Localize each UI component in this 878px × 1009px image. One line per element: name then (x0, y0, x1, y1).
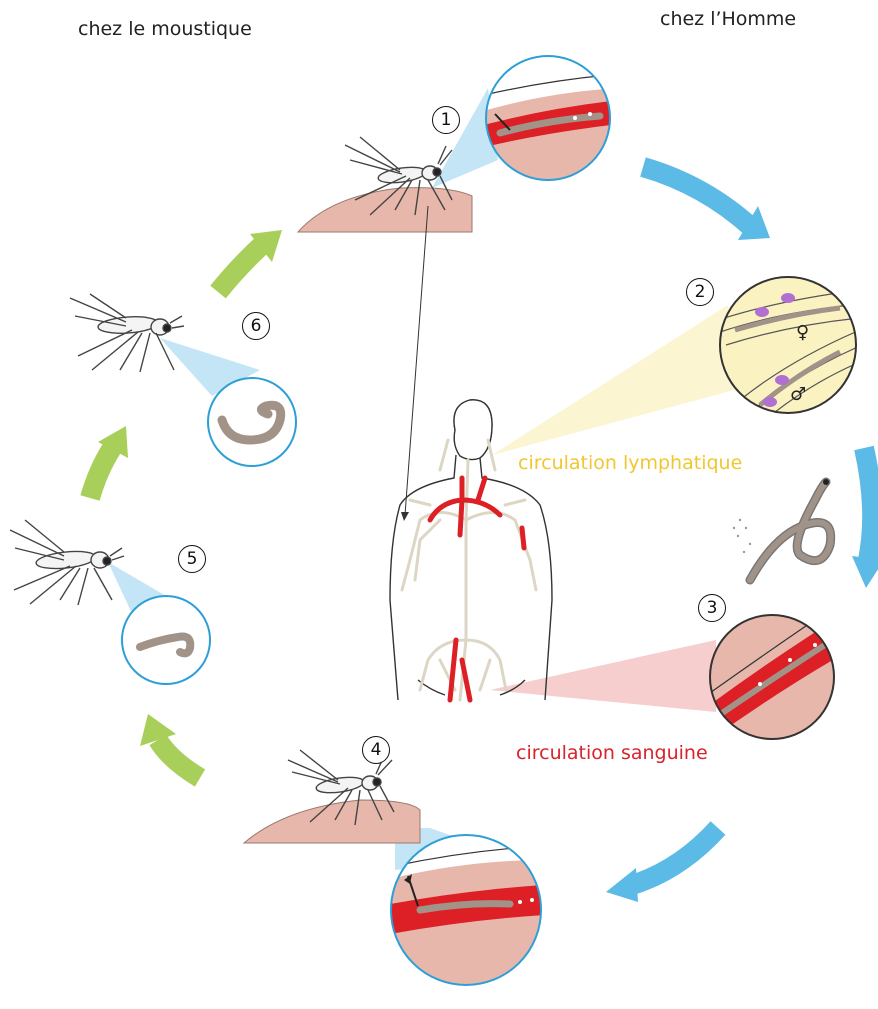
blood-vessel-icon (700, 596, 850, 740)
dots (733, 519, 751, 553)
arrow-icon (90, 426, 128, 498)
worm-lens-6 (208, 378, 296, 466)
female-symbol: ♀ (796, 322, 809, 343)
mosquito-icon (10, 520, 124, 605)
skin-patch-top (298, 188, 472, 232)
arrow-icon (852, 448, 878, 588)
worm-icon (750, 479, 831, 580)
step-number-6: 6 (242, 312, 270, 340)
lymph-node-icon (718, 277, 860, 424)
blood-vessel-icon (480, 56, 620, 180)
lens-cone-2 (492, 305, 742, 455)
lens-cone-3 (490, 640, 716, 712)
step-number-4: 4 (362, 736, 390, 764)
body-pointer-line (405, 206, 428, 515)
step-number-3: 3 (698, 594, 726, 622)
blood-label: circulation sanguine (516, 742, 708, 764)
step-number-2: 2 (686, 278, 714, 306)
header-human: chez l’Homme (660, 8, 796, 30)
arrow-icon (606, 828, 718, 902)
step-number-1: 1 (432, 106, 460, 134)
skin-patch-bottom (244, 800, 420, 843)
lymphatic-label: circulation lymphatique (518, 452, 742, 474)
mosquito-icon (70, 294, 184, 372)
male-symbol: ♂ (790, 384, 806, 405)
step-number-5: 5 (178, 545, 206, 573)
arrow-icon (218, 230, 282, 292)
arrow-icon (643, 167, 770, 240)
header-mosquito: chez le moustique (78, 18, 252, 40)
worm-lens-5 (122, 596, 210, 684)
arrow-icon (140, 714, 200, 778)
